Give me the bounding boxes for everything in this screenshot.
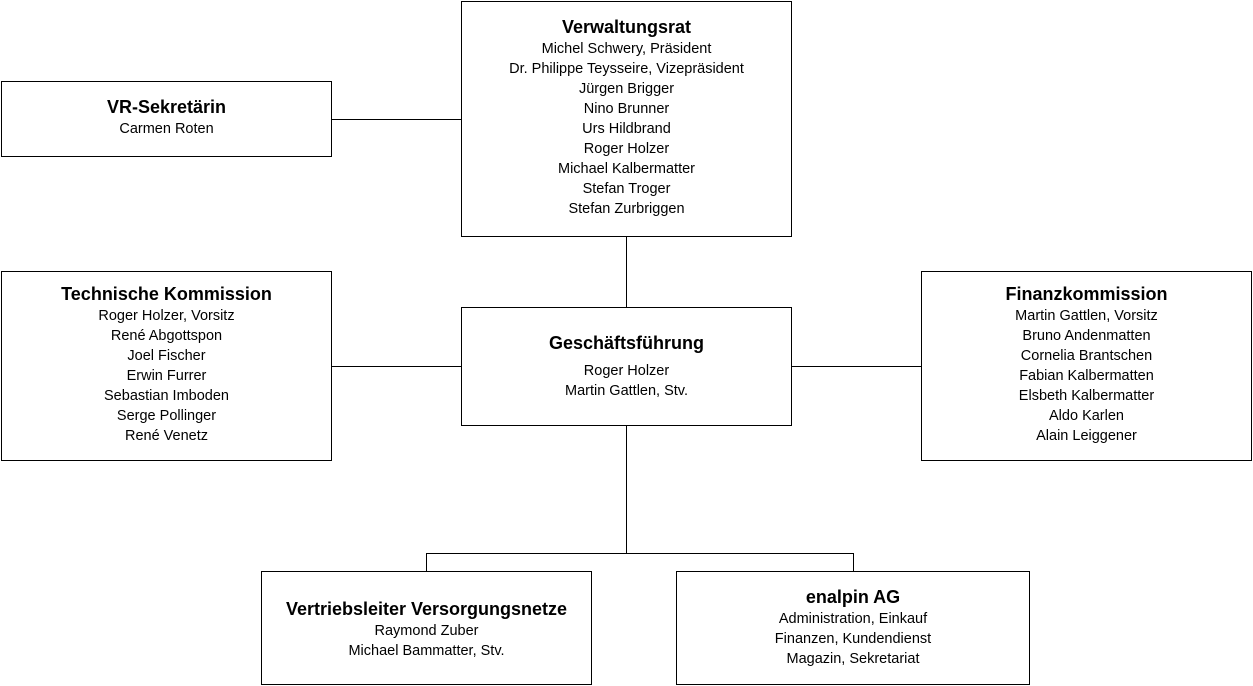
member-line: Jürgen Brigger	[578, 81, 675, 97]
box-verwaltungsrat: Verwaltungsrat Michel Schwery, Präsident…	[461, 1, 792, 237]
member-line: Nino Brunner	[583, 101, 670, 117]
member-line: Administration, Einkauf	[778, 611, 928, 627]
member-line: Roger Holzer, Vorsitz	[98, 308, 235, 324]
member-line: Aldo Karlen	[1049, 408, 1124, 424]
box-finanzkommission: Finanzkommission Martin Gattlen, Vorsitz…	[921, 271, 1252, 461]
member-line: Sebastian Imboden	[104, 388, 229, 404]
member-line: Urs Hildbrand	[582, 121, 671, 137]
member-line: Roger Holzer	[583, 141, 670, 157]
member-line: Serge Pollinger	[116, 408, 217, 424]
member-line: Bruno Andenmatten	[1022, 328, 1151, 344]
box-title: Technische Kommission	[61, 284, 272, 304]
box-title: VR-Sekretärin	[106, 97, 227, 117]
box-title: Verwaltungsrat	[561, 17, 692, 37]
box-enalpin-ag: enalpin AG Administration, Einkauf Finan…	[676, 571, 1030, 685]
member-line: Cornelia Brantschen	[1020, 348, 1153, 364]
box-title: Vertriebsleiter Versorgungsnetze	[285, 599, 568, 619]
member-line: Carmen Roten	[119, 121, 214, 137]
box-technische-kommission: Technische Kommission Roger Holzer, Vors…	[1, 271, 332, 461]
box-title: Finanzkommission	[1005, 284, 1168, 304]
member-line: Magazin, Sekretariat	[786, 651, 920, 667]
member-line: Roger Holzer	[583, 363, 670, 379]
member-line: Michael Kalbermatter	[558, 161, 695, 177]
member-line: Martin Gattlen, Stv.	[564, 383, 689, 399]
member-line: Finanzen, Kundendienst	[774, 631, 932, 647]
box-title: Geschäftsführung	[548, 333, 704, 353]
member-line: Michael Bammatter, Stv.	[348, 643, 505, 659]
member-line: Erwin Furrer	[126, 368, 207, 384]
member-line: Joel Fischer	[127, 348, 206, 364]
box-vr-sekretaerin: VR-Sekretärin Carmen Roten	[1, 81, 332, 157]
member-line: Dr. Philippe Teysseire, Vizepräsident	[509, 61, 744, 77]
member-line: Raymond Zuber	[374, 623, 479, 639]
member-line: Alain Leiggener	[1036, 428, 1137, 444]
member-line: Michel Schwery, Präsident	[541, 41, 712, 57]
member-line: René Abgottspon	[110, 328, 223, 344]
box-geschaeftsfuehrung: Geschäftsführung Roger Holzer Martin Gat…	[461, 307, 792, 426]
member-line: René Venetz	[124, 428, 209, 444]
box-title: enalpin AG	[805, 587, 901, 607]
member-line: Stefan Zurbriggen	[568, 201, 685, 217]
box-vertriebsleiter-versorgungsnetze: Vertriebsleiter Versorgungsnetze Raymond…	[261, 571, 592, 685]
member-line: Stefan Troger	[582, 181, 671, 197]
member-line: Elsbeth Kalbermatter	[1018, 388, 1155, 404]
member-line: Fabian Kalbermatten	[1019, 368, 1154, 384]
member-line: Martin Gattlen, Vorsitz	[1015, 308, 1158, 324]
